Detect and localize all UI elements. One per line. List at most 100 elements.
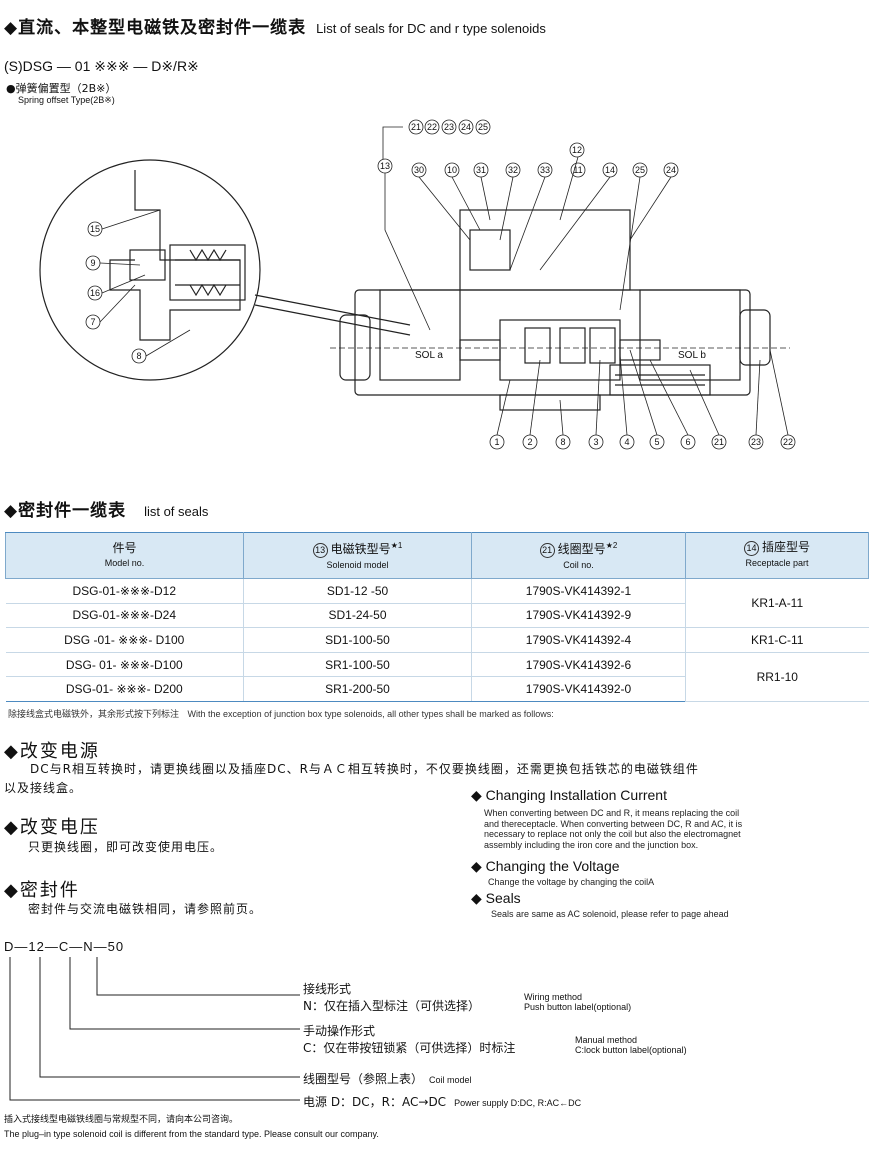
callout-22b: 22 (783, 437, 793, 447)
seals-list-title-zh: ◆密封件一缆表 (4, 501, 127, 521)
code-leader-lines (9, 957, 300, 1101)
change-voltage-text: 只更换线圈，即可改变使用电压。 (28, 840, 224, 854)
page-title-en: List of seals for DC and r type solenoid… (316, 21, 546, 36)
cell-solenoid: SD1-24-50 (243, 603, 472, 629)
cell-receptacle: RR1-10 (685, 652, 869, 702)
cell-coil: 1790S-VK414392-1 (471, 578, 686, 604)
detail-circle (39, 159, 261, 381)
footer-zh: 插入式接线型电磁铁线圈与常规型不同，请向本公司咨询。 (4, 1115, 239, 1125)
callout-24b: 24 (666, 165, 676, 175)
cell-solenoid: SD1-12 -50 (243, 578, 472, 604)
cell-solenoid: SR1-200-50 (243, 676, 472, 702)
header-model: 件号 Model no. (5, 532, 244, 579)
table-row: DSG -01- ※※※- D100 SD1-100-50 1790S-VK41… (5, 627, 869, 653)
callout-2: 2 (527, 437, 532, 447)
cell-solenoid: SD1-100-50 (243, 627, 472, 653)
manual-en2: C:lock button label(optional) (575, 1045, 687, 1055)
model-code: (S)DSG — 01 ※※※ — D※/R※ (4, 58, 199, 74)
seals-list-title-en: list of seals (144, 504, 209, 519)
callout-21b: 21 (714, 437, 724, 447)
header-model-zh: 件号 (112, 540, 137, 555)
power-en: Power supply D:DC, R:AC←DC (454, 1098, 582, 1108)
callout-5: 5 (654, 437, 659, 447)
callout-32: 32 (508, 165, 518, 175)
callout-15: 15 (90, 224, 100, 234)
wiring-en: Wiring method Push button label(optional… (524, 992, 631, 1012)
cell-solenoid: SR1-100-50 (243, 652, 472, 678)
callout-top-group (85, 119, 796, 450)
header-solenoid-en: Solenoid model (326, 559, 389, 570)
footer-en: The plug–in type solenoid coil is differ… (4, 1129, 379, 1139)
callout-6: 6 (685, 437, 690, 447)
install-text-en: When converting between DC and R, it mea… (484, 808, 742, 850)
table-row: DSG- 01- ※※※-D100 SR1-100-50 1790S-VK414… (5, 652, 869, 702)
header-receptacle-zh: 插座型号 (761, 540, 810, 555)
type-zh: ●弹簧偏置型（2B※） (6, 82, 117, 95)
header-coil-zh: 线圈型号 (557, 542, 606, 557)
page-title: ◆直流、本整型电磁铁及密封件一缆表 List of seals for DC an… (4, 13, 546, 38)
callout-22a: 22 (427, 122, 437, 132)
cell-model: DSG-01-※※※-D24 (5, 603, 244, 629)
page-title-zh: ◆直流、本整型电磁铁及密封件一缆表 (4, 18, 307, 38)
seals-title: ◆密封件 (4, 880, 80, 901)
callout-3: 3 (593, 437, 598, 447)
cell-receptacle: KR1-C-11 (685, 627, 869, 653)
header-coil-num: 21 (539, 542, 555, 558)
cell-model: DSG-01- ※※※- D200 (5, 676, 244, 702)
callout-8a: 8 (136, 351, 141, 361)
seals-list-title: ◆密封件一缆表 list of seals (4, 496, 208, 521)
header-solenoid-sup: ★1 (390, 541, 403, 551)
callout-33: 33 (540, 165, 550, 175)
cell-coil: 1790S-VK414392-4 (471, 627, 686, 653)
coil-en: Coil model (429, 1075, 472, 1085)
code-string: D—12—C—N—50 (4, 939, 125, 954)
wiring-zh: 接线形式 (303, 982, 352, 996)
callout-4: 4 (624, 437, 629, 447)
callout-31: 31 (476, 165, 486, 175)
callout-24a: 24 (461, 122, 471, 132)
table-note-en: With the exception of junction box type … (187, 709, 554, 719)
callout-16: 16 (90, 288, 100, 298)
sol-a-label: SOL a (415, 350, 443, 361)
cell-model: DSG- 01- ※※※-D100 (5, 652, 244, 678)
callout-25a: 25 (478, 122, 488, 132)
callout-12: 12 (572, 145, 582, 155)
voltage-text-en: Change the voltage by changing the coilA (488, 877, 655, 887)
manual-c: C：仅在带按钮锁紧（可供选择）时标注 (303, 1041, 516, 1055)
callout-13: 13 (380, 161, 390, 171)
cell-coil: 1790S-VK414392-0 (471, 676, 686, 702)
cell-receptacle: KR1-A-11 (685, 578, 869, 629)
change-voltage-title: ◆改变电压 (4, 817, 100, 838)
seals-text: 密封件与交流电磁铁相同，请参照前页。 (28, 902, 263, 916)
callout-9: 9 (90, 258, 95, 268)
seals-text-en: Seals are same as AC solenoid, please re… (491, 909, 729, 919)
table-row: DSG-01-※※※-D12 SD1-12 -50 1790S-VK414392… (5, 578, 869, 629)
cell-coil: 1790S-VK414392-9 (471, 603, 686, 629)
wiring-en1: Wiring method (524, 992, 583, 1002)
coil-line: 线圈型号（参照上表）Coil model (303, 1070, 472, 1087)
header-solenoid-num: 13 (312, 542, 328, 558)
install-title-en: ◆ Changing Installation Current (471, 787, 667, 803)
callout-25b: 25 (635, 165, 645, 175)
header-receptacle-num: 14 (743, 540, 759, 556)
wiring-n: N：仅在插入型标注（可供选择） (303, 999, 480, 1013)
change-power-title: ◆改变电源 (4, 741, 100, 762)
change-power-text2: 以及接线盒。 (4, 781, 83, 795)
valve-cross-section-diagram: SOL a SOL b 21 22 23 24 25 12 13 30 10 3… (39, 119, 796, 450)
install-text-line: When converting between DC and R, it mea… (484, 808, 740, 818)
callout-7: 7 (90, 317, 95, 327)
header-solenoid-zh: 电磁铁型号 (330, 542, 391, 557)
cell-coil: 1790S-VK414392-6 (471, 652, 686, 678)
callout-23a: 23 (444, 122, 454, 132)
manual-en1: Manual method (575, 1035, 638, 1045)
cell-model: DSG -01- ※※※- D100 (5, 627, 244, 653)
header-receptacle-en: Receptacle part (745, 557, 809, 568)
callout-8b: 8 (560, 437, 565, 447)
header-coil-en: Coil no. (563, 559, 594, 570)
callout-23b: 23 (751, 437, 761, 447)
